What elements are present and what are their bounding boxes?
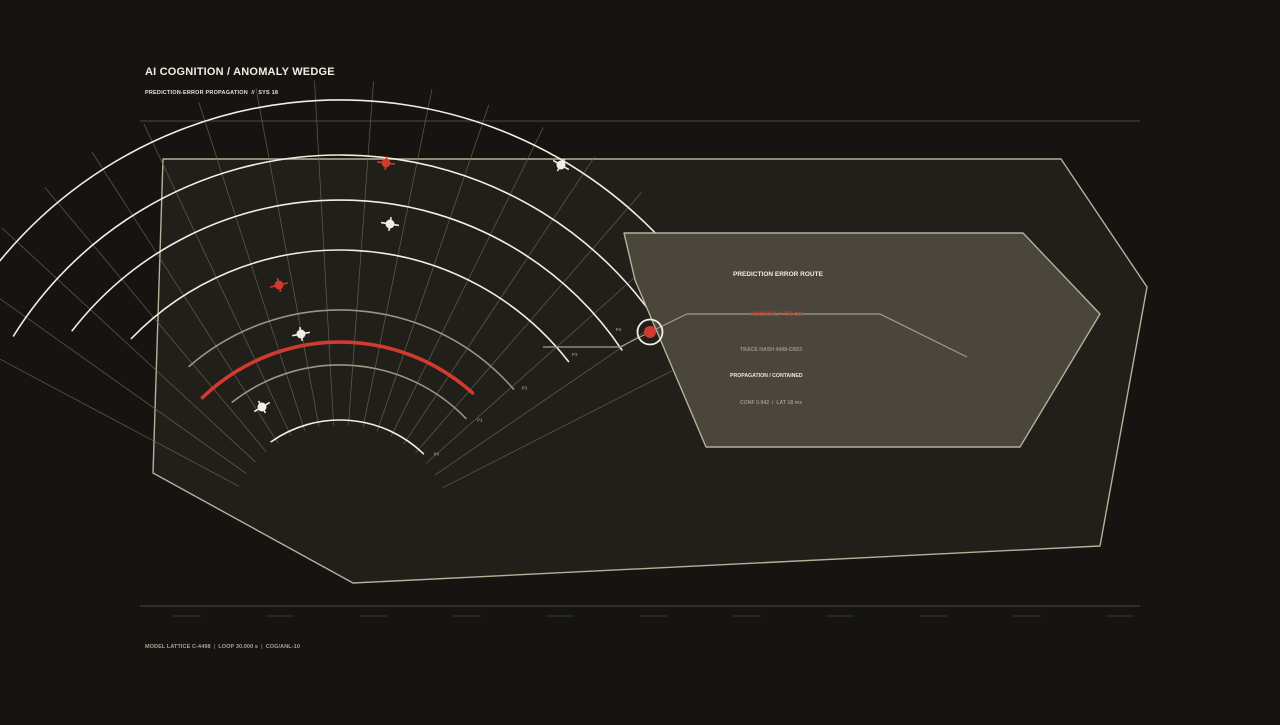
ring-arc <box>71 199 623 351</box>
ring-label: P2 <box>522 386 528 391</box>
route-trace <box>649 313 968 358</box>
radial-grid-line <box>415 192 642 454</box>
radial-grid-line <box>198 102 306 431</box>
panel-heading: PREDICTION ERROR ROUTE <box>733 271 824 278</box>
radial-grid <box>0 80 751 489</box>
radial-grid-line <box>348 81 374 426</box>
anomaly-arc[interactable] <box>200 340 475 400</box>
node-dot <box>257 402 267 412</box>
radial-grid-line <box>0 298 247 474</box>
radial-grid-line <box>362 89 433 428</box>
ring-arc <box>0 99 673 262</box>
footer-model: MODEL LATTICE C-4498 <box>145 644 211 650</box>
radial-grid-line <box>255 87 320 427</box>
route-connector <box>543 331 651 348</box>
radial-grid-line <box>143 123 292 437</box>
confidence-latency: CONF 0.942 / LAT 18 ms <box>740 400 802 406</box>
radial-grid-line <box>403 156 595 445</box>
ring-arcs <box>0 99 673 455</box>
radial-grid-line <box>390 127 544 437</box>
ring-arc <box>130 249 570 363</box>
anomaly-target-dot <box>644 326 656 338</box>
radial-grid-line <box>314 80 334 426</box>
radial-grid-line <box>376 104 490 432</box>
ring-label: P1 <box>477 418 483 423</box>
node-dot <box>381 158 391 168</box>
footer-code: COG/ANL-10 <box>265 644 300 650</box>
anomaly-label: ANOMALY TR-18 <box>750 311 802 318</box>
ring-label: P4 <box>616 327 622 332</box>
radial-grid-line <box>91 152 279 444</box>
ring-node[interactable] <box>253 400 271 414</box>
propagation-status: PROPAGATION / CONTAINED <box>730 373 803 379</box>
ring-arc <box>188 309 515 390</box>
footer-loop: LOOP 30.000 s <box>218 644 259 650</box>
ring-node[interactable] <box>292 326 310 342</box>
node-dot <box>274 280 284 290</box>
node-dot <box>556 160 566 170</box>
radial-grid-line <box>0 358 239 487</box>
footer-separator: | <box>261 644 263 650</box>
ring-node[interactable] <box>380 216 400 232</box>
ring-arc <box>231 364 467 420</box>
ring-arc <box>12 154 671 343</box>
ring-labels: P0 P1 P2 P3 P4 <box>434 327 622 457</box>
ring-node[interactable] <box>377 156 395 170</box>
ring-node[interactable] <box>552 158 570 172</box>
ring-label: P3 <box>572 352 578 357</box>
footer-separator: | <box>213 644 216 650</box>
node-dot <box>385 219 395 229</box>
page-title: AI COGNITION / ANOMALY WEDGE <box>145 66 335 78</box>
trace-hash: TRACE HASH 4498-C6D3 <box>740 347 802 353</box>
ring-nodes <box>253 156 570 414</box>
ring-arc <box>270 419 425 455</box>
footer-meta: MODEL LATTICE C-4498|LOOP 30.000 s|COG/A… <box>145 644 300 650</box>
ring-label: P0 <box>434 452 440 457</box>
page-subtitle: PREDICTION-ERROR PROPAGATION // SYS 18 <box>145 90 279 96</box>
node-dot <box>296 329 306 339</box>
radial-grid-line <box>44 187 267 453</box>
anomaly-target-ring[interactable] <box>636 318 664 346</box>
ring-node[interactable] <box>270 278 288 292</box>
route-panel <box>623 232 1101 448</box>
radial-grid-line <box>1 227 256 463</box>
